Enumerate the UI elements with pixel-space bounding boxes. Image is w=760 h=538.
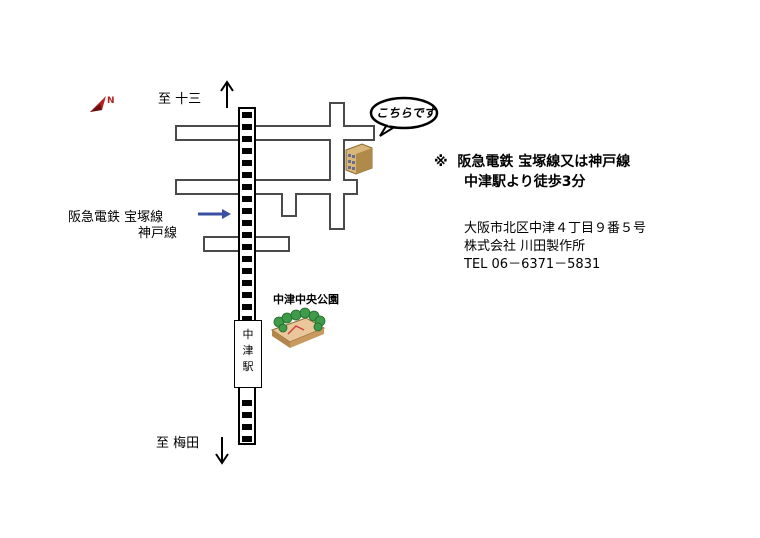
north-direction-label: 至 十三 [158, 92, 202, 107]
rail-tie [242, 124, 252, 130]
access-line1: 阪急電鉄 宝塚線又は神戸線 [457, 154, 631, 170]
arrow-up-icon [220, 80, 234, 108]
company-name: 株式会社 川田製作所 [464, 239, 586, 254]
rail-tie [242, 268, 252, 274]
north-marker-icon: N [90, 96, 115, 112]
note-mark: ※ [434, 154, 448, 170]
rail-tie [242, 280, 252, 286]
access-line2: 中津駅より徒歩3分 [464, 174, 586, 190]
station-char: 駅 [242, 360, 254, 373]
rail-tie [242, 292, 252, 298]
phone-number: TEL 06－6371－5831 [464, 257, 601, 272]
railway-track [238, 107, 256, 445]
station-char: 津 [242, 344, 254, 357]
rail-tie [242, 400, 252, 406]
address-line: 大阪市北区中津４丁目９番５号 [464, 221, 647, 236]
roads [175, 102, 375, 252]
rail-tie [242, 244, 252, 250]
railway-line1-label: 阪急電鉄 宝塚線 [68, 210, 164, 225]
rail-tie [242, 232, 252, 238]
building-icon [345, 143, 373, 175]
rail-tie [242, 184, 252, 190]
rail-tie [242, 304, 252, 310]
park-icon [270, 307, 326, 348]
rail-tie [242, 148, 252, 154]
rail-tie [242, 160, 252, 166]
railway-line2-label: 神戸線 [138, 226, 178, 241]
station-char: 中 [242, 328, 254, 341]
rail-tie [242, 220, 252, 226]
park-name-label: 中津中央公園 [273, 293, 339, 306]
rail-tie [242, 256, 252, 262]
rail-tie [242, 436, 252, 442]
callout-bubble [369, 96, 439, 137]
arrow-right-icon [198, 209, 231, 219]
rail-tie [242, 424, 252, 430]
south-direction-label: 至 梅田 [156, 436, 200, 451]
rail-tie [242, 172, 252, 178]
rail-tie [242, 136, 252, 142]
rail-tie [242, 412, 252, 418]
station-sign: 中 津 駅 [234, 320, 262, 388]
callout-text: こちらです [376, 106, 436, 120]
arrow-down-icon [215, 437, 229, 465]
rail-tie [242, 208, 252, 214]
access-info: ※ 阪急電鉄 宝塚線又は神戸線 中津駅より徒歩3分 [434, 152, 734, 192]
rail-tie [242, 196, 252, 202]
svg-text:N: N [107, 96, 115, 106]
company-address: 大阪市北区中津４丁目９番５号 株式会社 川田製作所 TEL 06－6371－58… [464, 220, 744, 274]
rail-tie [242, 316, 252, 322]
rail-tie [242, 112, 252, 118]
